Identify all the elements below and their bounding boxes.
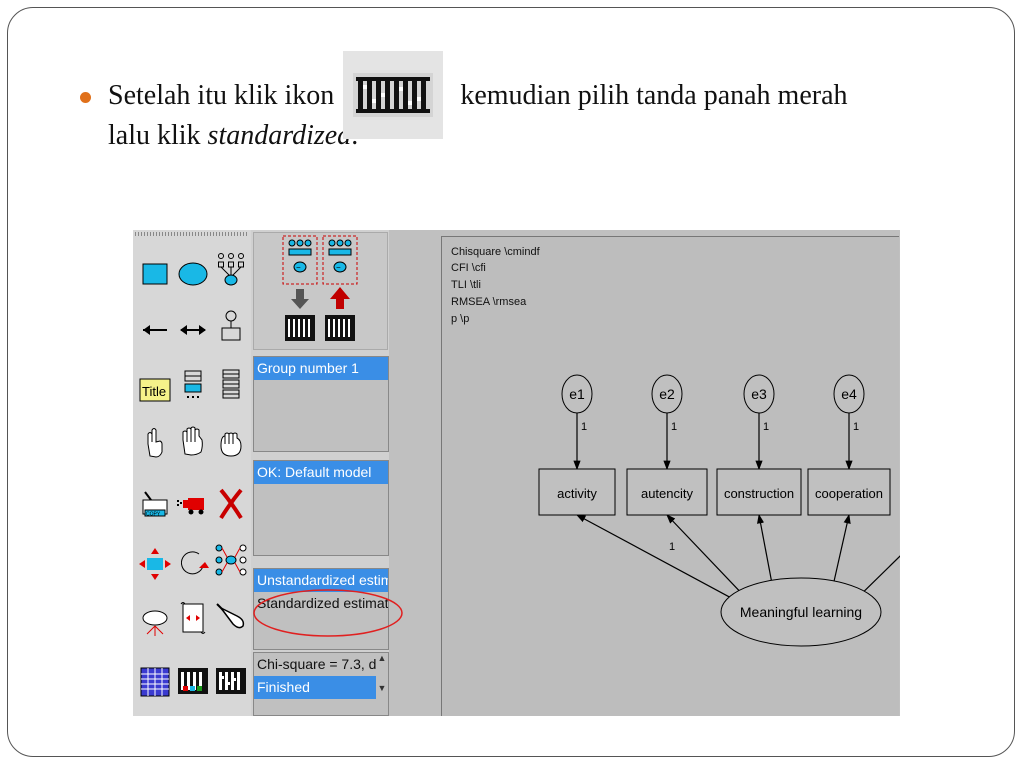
toolbox-grip[interactable]	[135, 232, 247, 236]
svg-text:−: −	[296, 263, 301, 272]
move-icon[interactable]	[175, 486, 211, 522]
loading-path	[861, 555, 900, 595]
touch-up-icon[interactable]	[213, 600, 249, 636]
error-circle	[833, 374, 865, 414]
view-text-icon	[343, 50, 444, 139]
error-path-label: 1	[853, 421, 859, 433]
single-arrow-icon[interactable]	[137, 312, 173, 348]
view-input-button[interactable]: −	[282, 235, 318, 345]
observed-label: cooperation	[815, 486, 883, 501]
observed-label: autencity	[641, 486, 694, 501]
erase-icon[interactable]	[213, 486, 249, 522]
svg-text:−: −	[336, 263, 341, 272]
list-dataset-icon[interactable]	[213, 368, 249, 404]
instruction-part3: lalu klik	[108, 120, 208, 151]
reflect-icon[interactable]	[213, 542, 249, 578]
amos-screenshot: Title COPY	[133, 230, 900, 716]
output-scrollbar[interactable]: ▲▼	[376, 653, 388, 715]
double-arrow-icon[interactable]	[175, 312, 211, 348]
error-circle	[561, 374, 593, 414]
observed-label: construction	[724, 486, 794, 501]
latent-indicator-icon[interactable]	[213, 252, 249, 288]
group-item[interactable]: Group number 1	[254, 357, 388, 380]
loading-path	[833, 513, 851, 584]
unique-variable-icon[interactable]	[213, 308, 249, 344]
loading-label: 1	[669, 541, 675, 553]
duplicate-icon[interactable]: COPY	[137, 486, 173, 522]
observed-box	[807, 468, 891, 516]
view-buttons: − −	[253, 232, 388, 350]
instruction-part2: kemudian pilih tanda panah merah	[460, 80, 848, 111]
error-label: e1	[569, 386, 585, 402]
observed-box	[538, 468, 616, 516]
instruction-part1: Setelah itu klik ikon	[108, 80, 335, 111]
analysis-properties-icon[interactable]	[175, 664, 211, 700]
fit-line-p: p \p	[451, 313, 470, 325]
title-icon[interactable]: Title	[137, 372, 173, 408]
select-all-icon[interactable]	[175, 424, 211, 460]
observed-label: activity	[557, 486, 597, 501]
error-path-label: 1	[763, 421, 769, 433]
observed-box	[626, 468, 708, 516]
standardized-item[interactable]: Standardized estimate	[257, 595, 388, 611]
resize-icon[interactable]	[137, 546, 173, 582]
copy-label: COPY	[146, 512, 161, 518]
deselect-all-icon[interactable]	[213, 426, 249, 462]
scroll-icon[interactable]	[175, 600, 211, 636]
loading-path	[575, 514, 734, 600]
error-circle	[651, 374, 683, 414]
error-label: e2	[659, 386, 675, 402]
rotate-icon[interactable]	[175, 546, 211, 582]
calculate-estimates-icon[interactable]	[213, 664, 249, 700]
latent-ellipse	[720, 577, 882, 647]
highlight-ellipse	[253, 589, 403, 637]
output-list[interactable]: Chi-square = 7.3, df Finished ▲▼	[253, 652, 389, 716]
unstandardized-item[interactable]: Unstandardized estim	[254, 569, 388, 592]
finished-item: Finished	[254, 676, 376, 699]
latent-label: Meaningful learning	[740, 604, 862, 620]
error-label: e3	[751, 386, 767, 402]
list-variables-icon[interactable]	[175, 368, 211, 404]
instruction-emphasis: standardized	[207, 120, 352, 151]
error-label: e4	[841, 386, 857, 402]
chi-square-item: Chi-square = 7.3, df	[257, 656, 381, 672]
model-item[interactable]: OK: Default model	[254, 461, 388, 484]
view-output-button[interactable]: −	[322, 235, 358, 345]
loading-path	[757, 513, 773, 583]
fit-line-cfi: CFI \cfi	[451, 262, 486, 274]
data-files-icon[interactable]	[137, 664, 173, 700]
bullet-icon	[80, 92, 91, 103]
fit-line-tli: TLI \tli	[451, 279, 481, 291]
shape-change-icon[interactable]	[137, 604, 173, 640]
ellipse-icon[interactable]	[175, 256, 211, 292]
groups-list[interactable]: Group number 1	[253, 356, 389, 452]
rectangle-icon[interactable]	[137, 256, 173, 292]
error-path-label: 1	[581, 421, 587, 433]
loading-path	[666, 514, 742, 594]
fit-line-rmsea: RMSEA \rmsea	[451, 296, 527, 308]
toolbox: Title COPY	[133, 230, 252, 716]
fit-line-chisquare: Chisquare \cmindf	[451, 246, 540, 258]
models-list[interactable]: OK: Default model	[253, 460, 389, 556]
title-icon-label: Title	[142, 384, 166, 399]
select-one-icon[interactable]	[137, 426, 173, 462]
instruction-text: Setelah itu klik ikon kemudian pilih tan…	[108, 50, 988, 156]
error-circle	[743, 374, 775, 414]
error-path-label: 1	[671, 421, 677, 433]
path-diagram: e1 1 activity e2 1 autencity e3 1 construction e4…	[538, 374, 900, 647]
observed-box	[716, 468, 802, 516]
